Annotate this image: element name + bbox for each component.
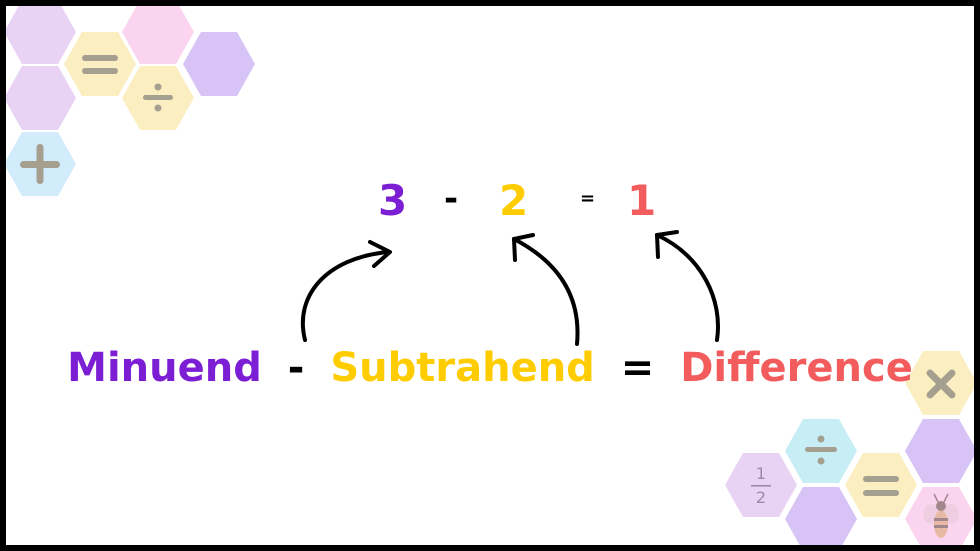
plus-icon — [20, 144, 60, 184]
arrow-to-subtrahend — [512, 233, 580, 346]
hexagon-decoration: 1 2 — [6, 6, 974, 545]
multiply-icon — [926, 369, 956, 399]
subtraction-formula: Minuend - Subtrahend = Difference — [6, 348, 974, 388]
equals-icon — [82, 55, 118, 74]
fraction-numerator: 1 — [756, 464, 766, 483]
example-minus-sign: - — [444, 179, 459, 219]
fraction-denominator: 2 — [756, 488, 766, 507]
example-equals-sign: = — [580, 188, 596, 209]
bottom-right-hexagons: 1 2 — [725, 351, 974, 545]
label-subtrahend: Subtrahend — [330, 345, 595, 391]
pointer-arrows — [300, 230, 720, 346]
example-subtrahend: 2 — [499, 176, 529, 225]
arrow-to-minuend — [300, 240, 392, 342]
divide-icon — [805, 435, 837, 465]
formula-minus-sign: - — [287, 345, 305, 391]
arrow-to-difference — [655, 230, 720, 342]
bee-icon — [923, 493, 959, 538]
formula-equals-sign: = — [620, 345, 655, 391]
label-minuend: Minuend — [67, 345, 262, 391]
top-left-hexagons — [6, 6, 255, 196]
example-difference: 1 — [627, 176, 657, 225]
divide-icon — [143, 83, 173, 112]
example-minuend: 3 — [378, 176, 408, 225]
label-difference: Difference — [680, 345, 913, 391]
one-half-fraction-icon: 1 2 — [751, 464, 771, 507]
equals-icon — [863, 476, 899, 496]
